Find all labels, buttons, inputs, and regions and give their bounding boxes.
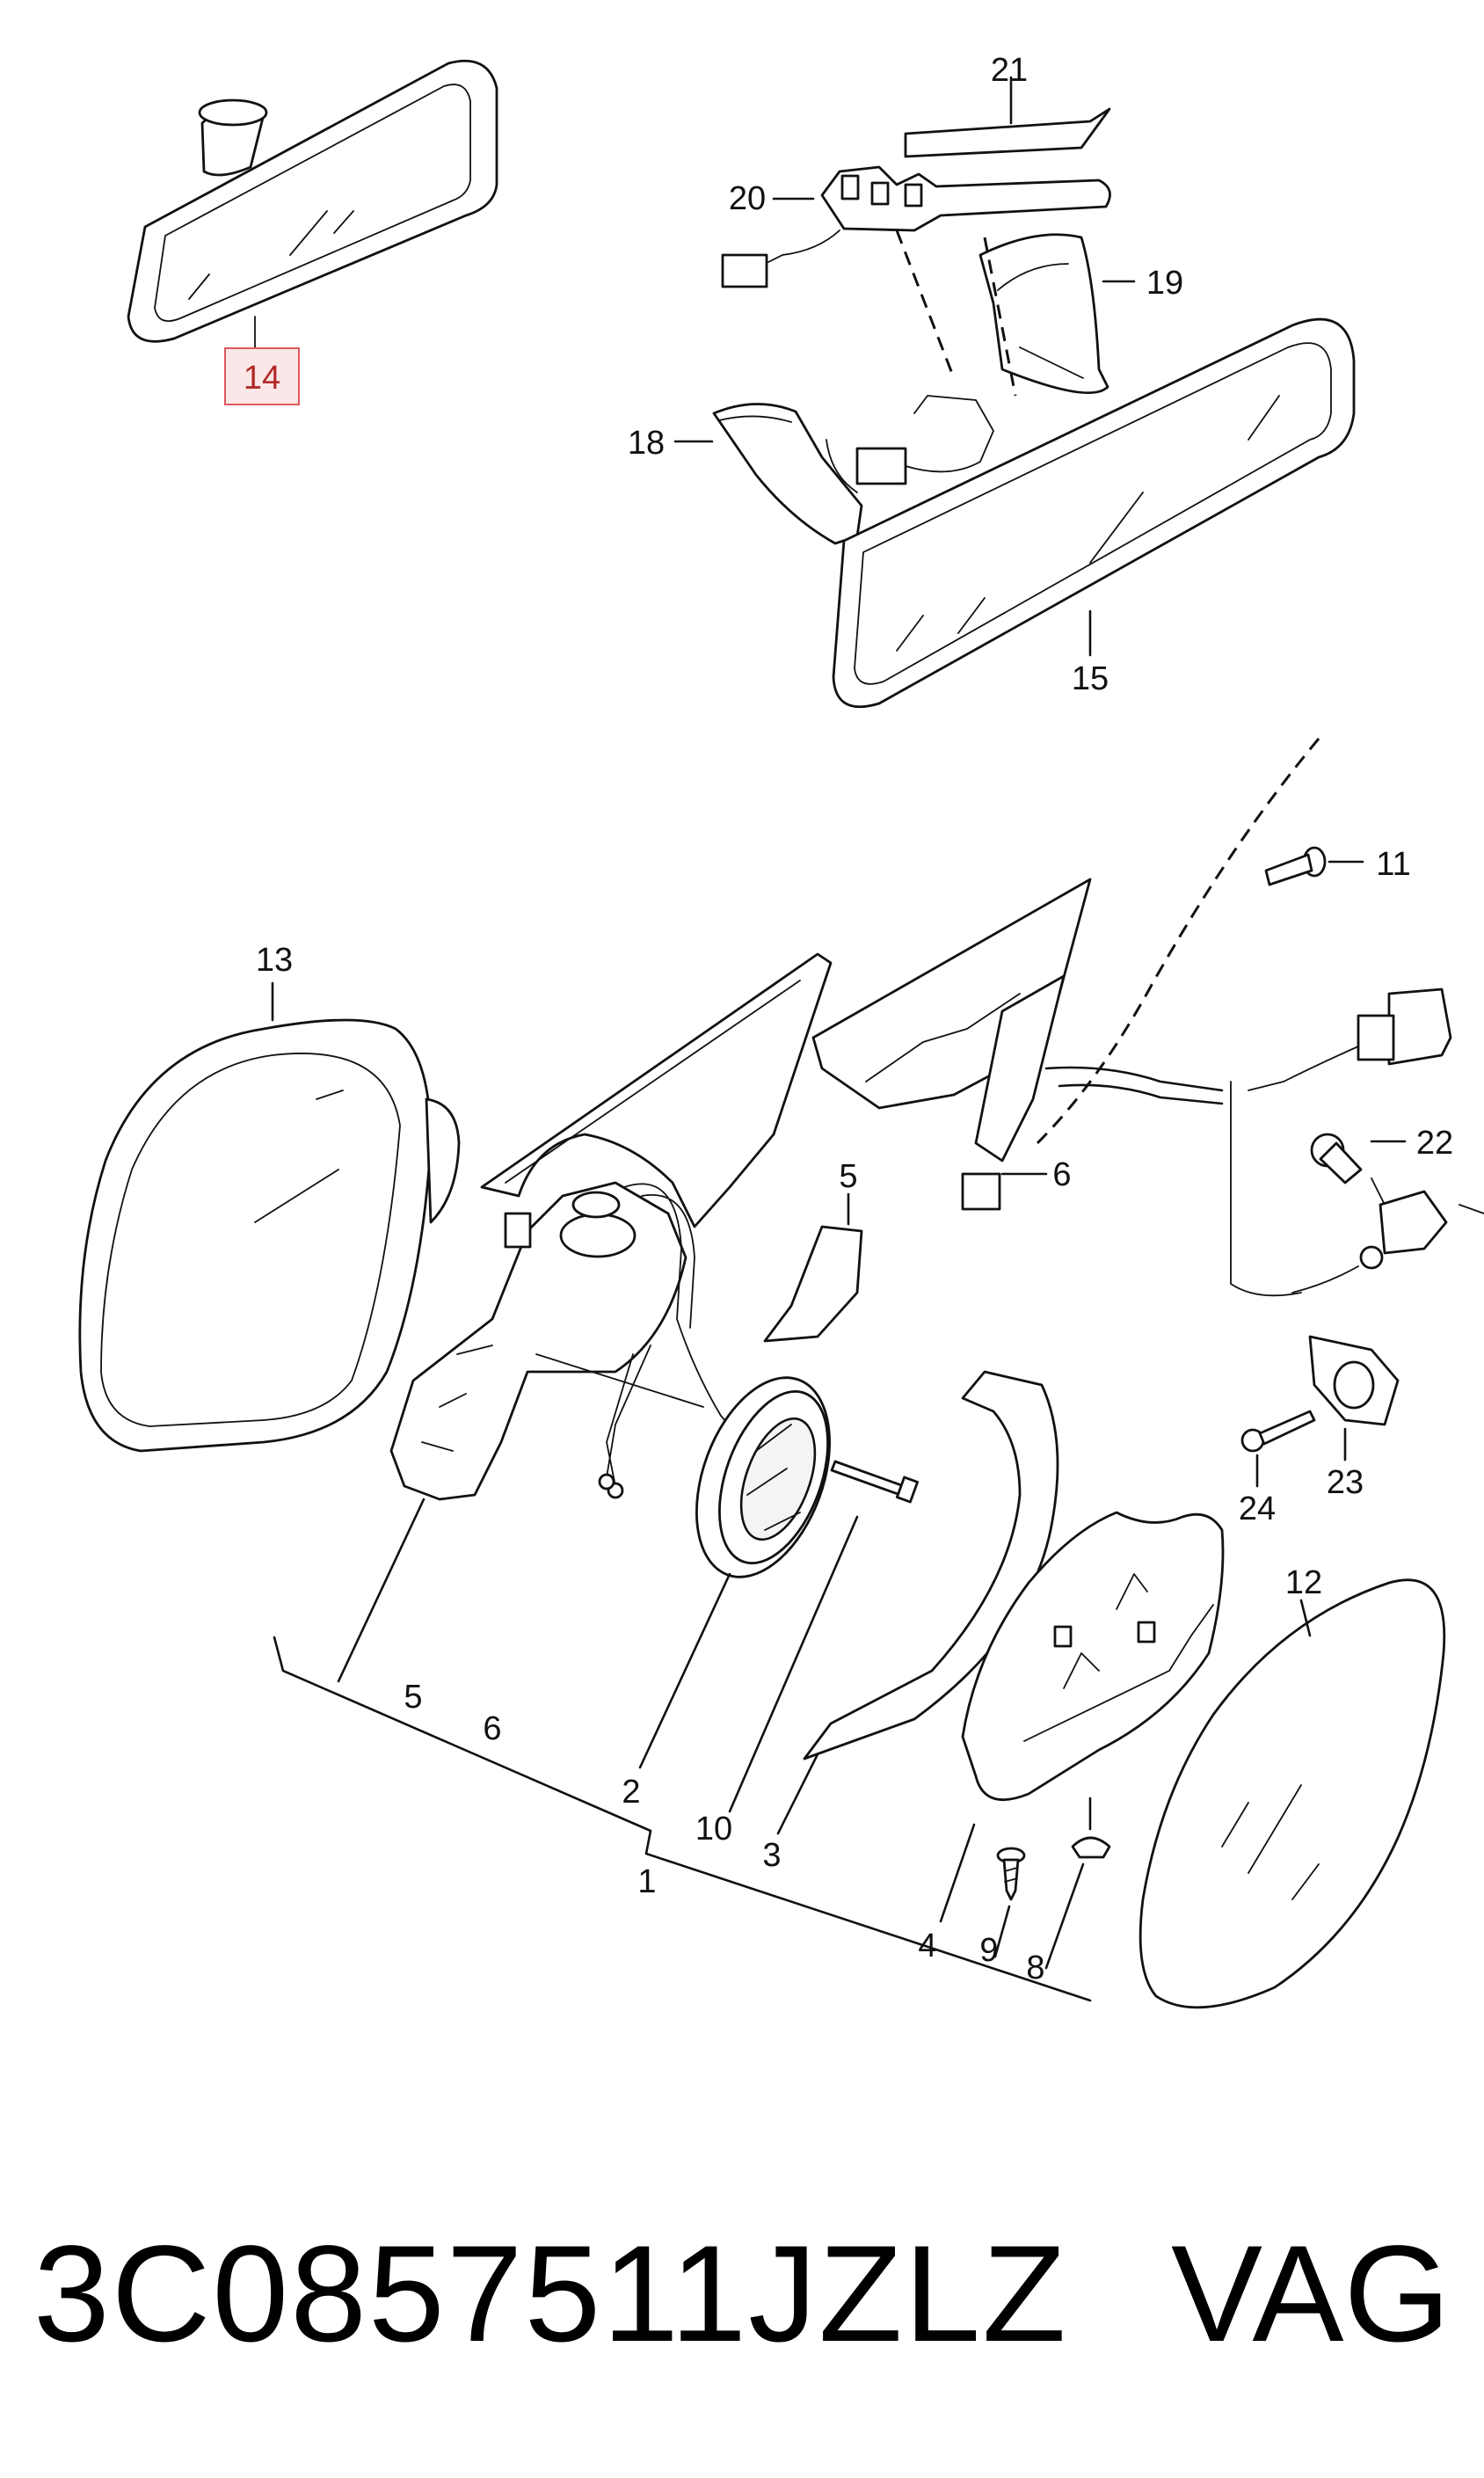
mirror-mount-trim-21 <box>904 76 1111 158</box>
brand-label: VAG <box>1171 2218 1451 2371</box>
callout-22: 22 <box>1416 1125 1453 1162</box>
screw-9 <box>996 1847 1026 1901</box>
callout-4: 4 <box>918 1928 936 1964</box>
callout-10: 10 <box>695 1811 732 1848</box>
cover-19 <box>978 233 1136 395</box>
bracket-23 <box>1308 1335 1400 1461</box>
callout-6-bottom: 6 <box>483 1710 501 1747</box>
highlight-box-14 <box>224 347 300 405</box>
mirror-base-triangle <box>480 878 1224 1228</box>
callout-5-bottom: 5 <box>404 1679 422 1716</box>
connector-mid <box>855 395 994 485</box>
seal-strip-3 <box>803 1370 1059 1760</box>
callout-24: 24 <box>1239 1490 1276 1527</box>
mirror-cap-4 <box>961 1511 1225 1801</box>
callout-23: 23 <box>1327 1464 1364 1501</box>
callout-20: 20 <box>729 180 766 217</box>
callout-8: 8 <box>1026 1950 1044 1986</box>
callout-11: 11 <box>1376 846 1410 883</box>
mirror-adjust-unit <box>389 1181 775 1501</box>
part-number: 3C0857511JZLZ <box>33 2218 1068 2371</box>
callout-18: 18 <box>628 425 665 462</box>
callout-19: 19 <box>1146 265 1183 302</box>
mirror-housing-13 <box>78 981 461 1453</box>
lamp-socket-22 <box>1310 1133 1407 1184</box>
callout-1: 1 <box>637 1863 656 1900</box>
callout-15: 15 <box>1072 660 1109 697</box>
callout-2: 2 <box>622 1774 640 1811</box>
callout-12: 12 <box>1285 1564 1322 1601</box>
callout-3: 3 <box>762 1837 781 1874</box>
clip-8 <box>1071 1797 1111 1859</box>
callout-9: 9 <box>979 1932 998 1969</box>
screw-10 <box>830 1460 920 1504</box>
callout-13: 13 <box>256 942 293 979</box>
callout-6-top: 6 <box>1052 1156 1071 1193</box>
trim-piece-5 <box>763 1192 863 1343</box>
callout-5-top: 5 <box>839 1158 857 1195</box>
interior-mirror-15 <box>832 317 1356 709</box>
wiring-harness-connector <box>1230 988 1484 1297</box>
cover-18 <box>673 403 863 545</box>
bolt-11 <box>1264 846 1364 886</box>
sensor-bracket-20 <box>721 165 1111 288</box>
callout-14: 14 <box>244 360 280 397</box>
interior-mirror-14 <box>127 59 498 351</box>
actuator-motor-2 <box>695 1376 831 1578</box>
mirror-glass-12 <box>1138 1578 1446 2009</box>
callout-21: 21 <box>991 52 1028 89</box>
screw-24 <box>1240 1410 1316 1488</box>
